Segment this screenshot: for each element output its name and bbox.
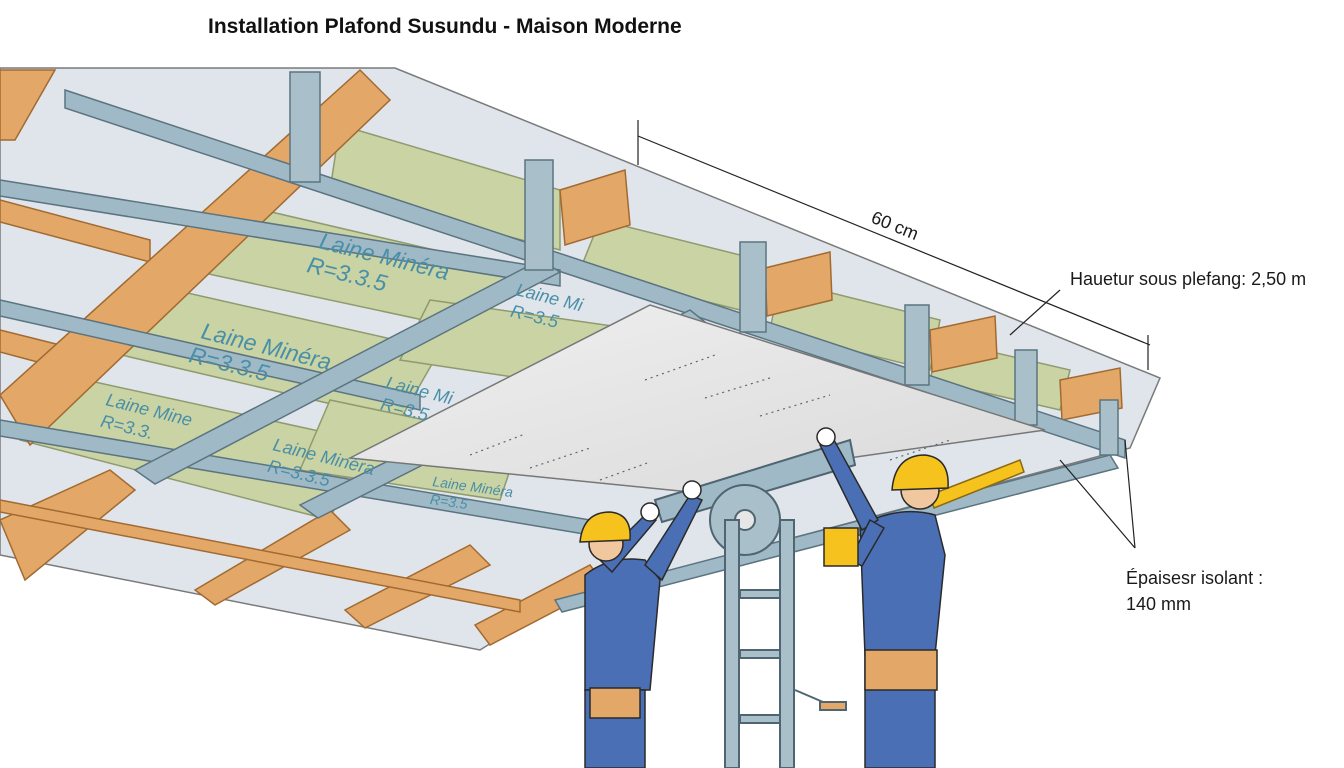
span-label: 60 cm: [869, 207, 922, 244]
screw-lines: [469, 354, 951, 481]
insulation-value: R=3.5: [429, 491, 469, 512]
span-dimension: [637, 120, 1151, 549]
insulation-thickness-label: Épaisesr isolant :: [1126, 568, 1264, 588]
worker-left: [579, 480, 704, 768]
ceiling-height-label: Hauetur sous plefang: 2,50 m: [1070, 269, 1307, 289]
hangers: [289, 71, 1119, 456]
plasterboard-panel: [347, 304, 1046, 494]
panel-lifter: [653, 438, 857, 768]
insulation-thickness-value: 140 mm: [1126, 594, 1192, 614]
worker-right: [816, 427, 949, 768]
diagram-title: Installation Plafond Susundu - Maison Mo…: [208, 15, 682, 38]
